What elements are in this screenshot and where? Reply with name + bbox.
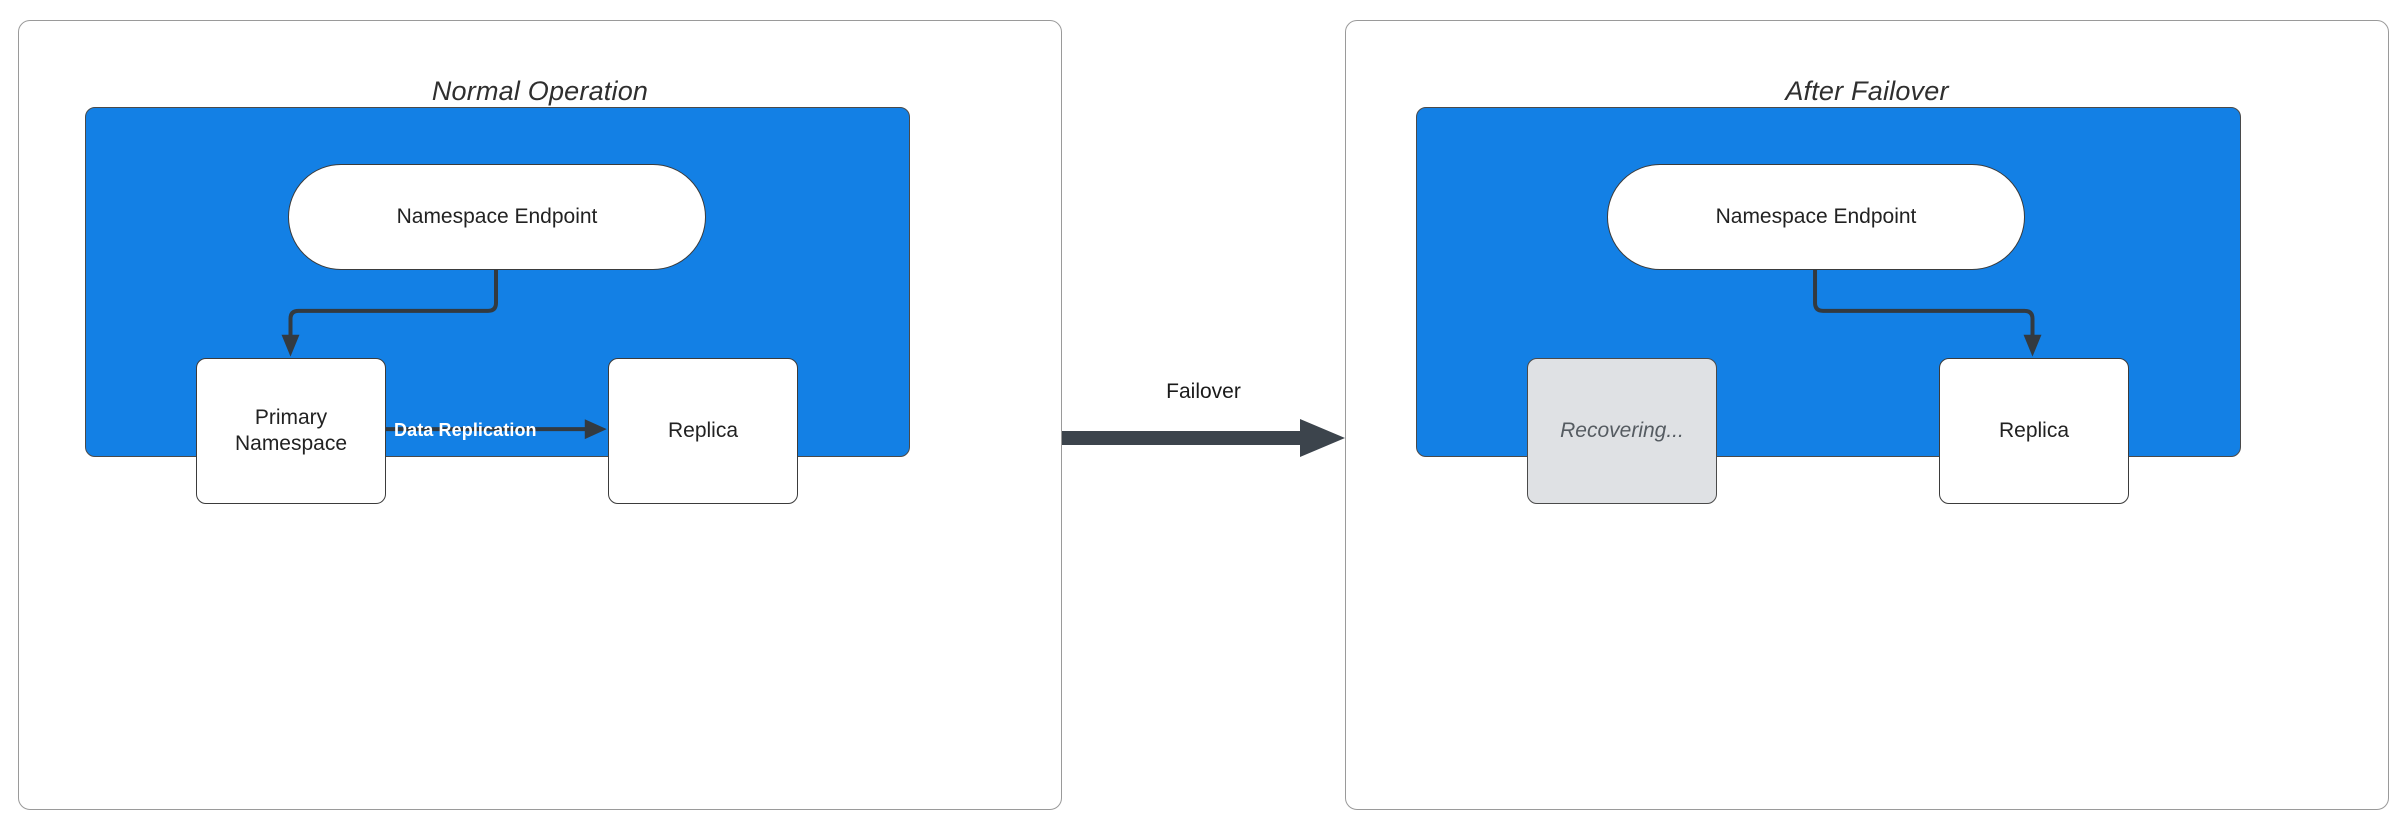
- node-label: Replica: [1998, 418, 2070, 442]
- node-label: Recovering...: [1560, 418, 1684, 442]
- failover-transition-label: Failover: [1166, 380, 1241, 403]
- node-label: Namespace Endpoint: [396, 204, 598, 228]
- node-replica-normal[interactable]: Replica: [608, 358, 798, 504]
- node-primary-namespace[interactable]: Primary Namespace: [196, 358, 386, 504]
- panel-after-failover: After Failover Namespace Endpoint Recove…: [1345, 20, 2389, 810]
- failover-transition: Failover: [1062, 380, 1345, 490]
- node-label-line-2: Namespace: [234, 432, 348, 455]
- node-namespace-endpoint-failover[interactable]: Namespace Endpoint: [1607, 164, 2025, 270]
- panel-normal-operation-title: Normal Operation: [431, 76, 649, 106]
- panel-after-failover-title: After Failover: [1785, 76, 1949, 106]
- node-label-line-1: Primary: [254, 405, 328, 429]
- edge-label-data-replication: Data Replication: [394, 420, 537, 440]
- node-namespace-endpoint-normal[interactable]: Namespace Endpoint: [288, 164, 706, 270]
- node-recovering[interactable]: Recovering...: [1527, 358, 1717, 504]
- panel-normal-operation: Normal Operation Namespace Endpoint Prim…: [18, 20, 1062, 810]
- blue-region-normal: Namespace Endpoint Primary Namespace Rep…: [85, 107, 910, 504]
- node-label: Namespace Endpoint: [1715, 204, 1917, 228]
- node-replica-failover[interactable]: Replica: [1939, 358, 2129, 504]
- blue-region-failover: Namespace Endpoint Recovering... Replica: [1416, 107, 2241, 504]
- node-label: Replica: [667, 418, 739, 442]
- failover-arrow-icon: [1062, 419, 1345, 457]
- node-label: Primary Namespace: [235, 405, 347, 458]
